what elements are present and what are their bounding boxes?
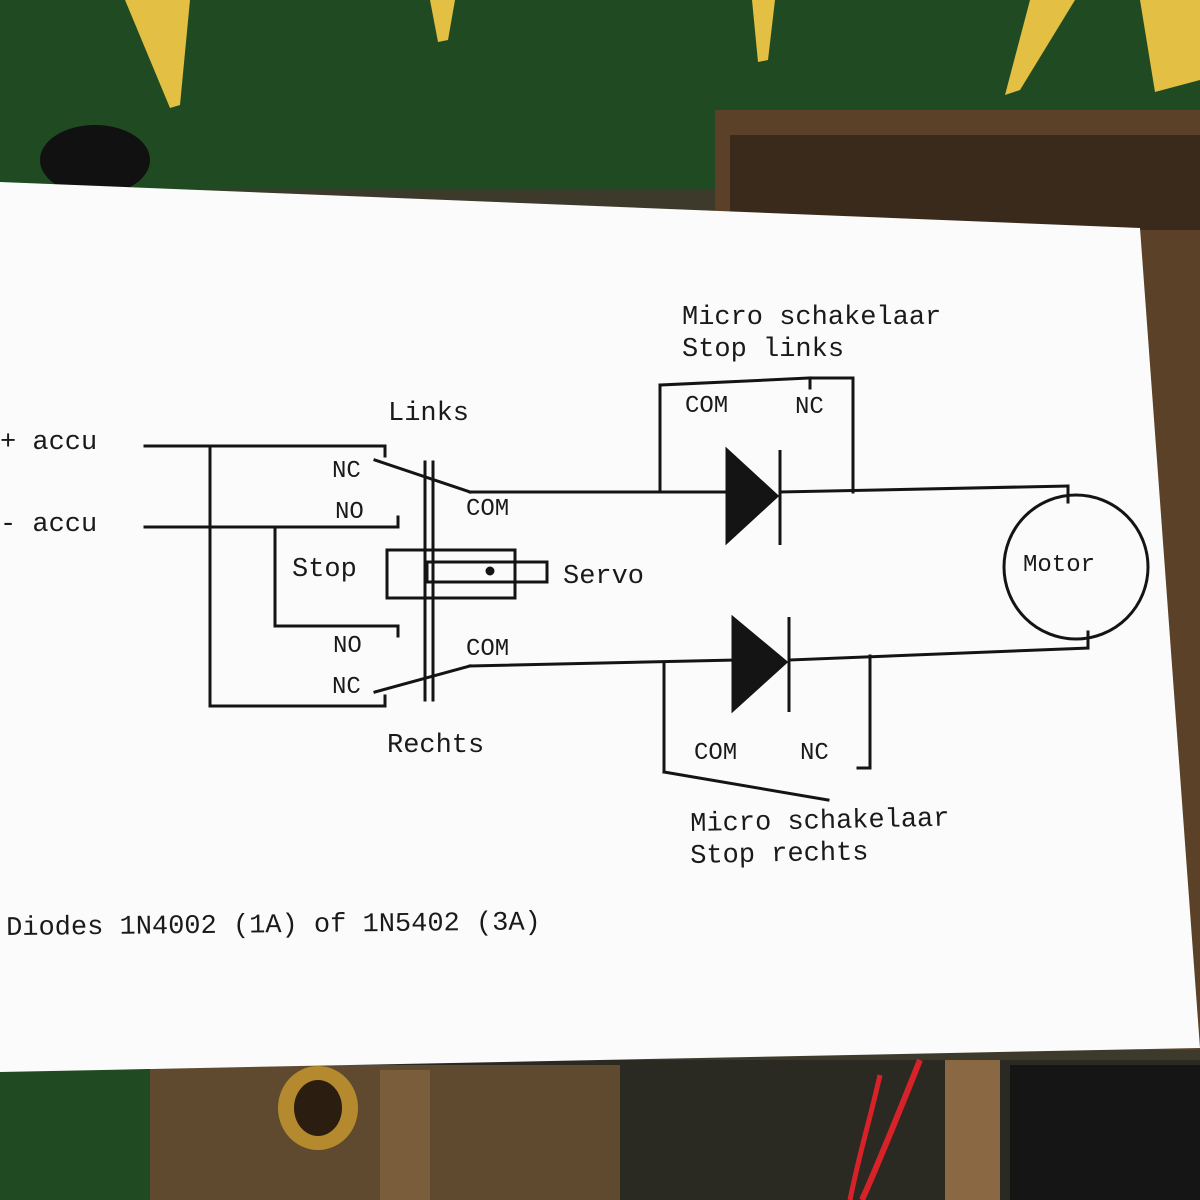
servo-label: Servo	[563, 562, 645, 592]
bottom-nc-label: NC	[332, 674, 361, 701]
diodes-footnote: Diodes 1N4002 (1A) of 1N5402 (3A)	[5, 908, 541, 944]
yellow-tooth	[430, 0, 455, 42]
micro-right-nc-label: NC	[800, 740, 829, 767]
micro-switch-right-title: Micro schakelaar	[689, 804, 950, 840]
rechts-label: Rechts	[387, 731, 485, 761]
top-diode	[725, 446, 780, 546]
bottom-no-label: NO	[333, 633, 362, 660]
servo-pivot	[485, 566, 495, 576]
bottom-switch-arm	[373, 664, 472, 694]
micro-switch-right-subtitle: Stop rechts	[689, 838, 869, 872]
micro-left-nc-label: NC	[795, 394, 824, 421]
servo-stop-box	[385, 548, 517, 600]
motor-label: Motor	[1023, 552, 1096, 579]
bottom-diode	[731, 614, 789, 714]
yellow-tooth	[1140, 0, 1200, 92]
top-com-label: COM	[466, 496, 510, 523]
micro-switch-left-subtitle: Stop links	[682, 335, 845, 365]
yellow-tooth	[125, 0, 190, 108]
top-nc-label: NC	[332, 458, 361, 485]
micro-left-com-label: COM	[685, 393, 729, 420]
yellow-tooth	[752, 0, 775, 62]
servo-arm	[425, 560, 549, 584]
minus-accu-label: - accu	[0, 510, 98, 540]
black-clip	[40, 125, 150, 195]
bottom-com-wire	[468, 658, 737, 668]
paper-sheet	[0, 182, 1200, 1072]
plus-accu-label: + accu	[0, 428, 98, 458]
micro-switch-left-title: Micro schakelaar	[682, 303, 942, 333]
bottom-com-label: COM	[466, 636, 510, 663]
stop-label: Stop	[292, 555, 357, 585]
red-wire	[859, 1058, 923, 1200]
links-label: Links	[388, 399, 470, 429]
top-no-label: NO	[335, 499, 364, 526]
top-switch-arm	[373, 458, 472, 494]
motor-circle	[1002, 493, 1150, 641]
yellow-tooth	[1005, 0, 1075, 95]
micro-right-com-label: COM	[694, 740, 738, 767]
